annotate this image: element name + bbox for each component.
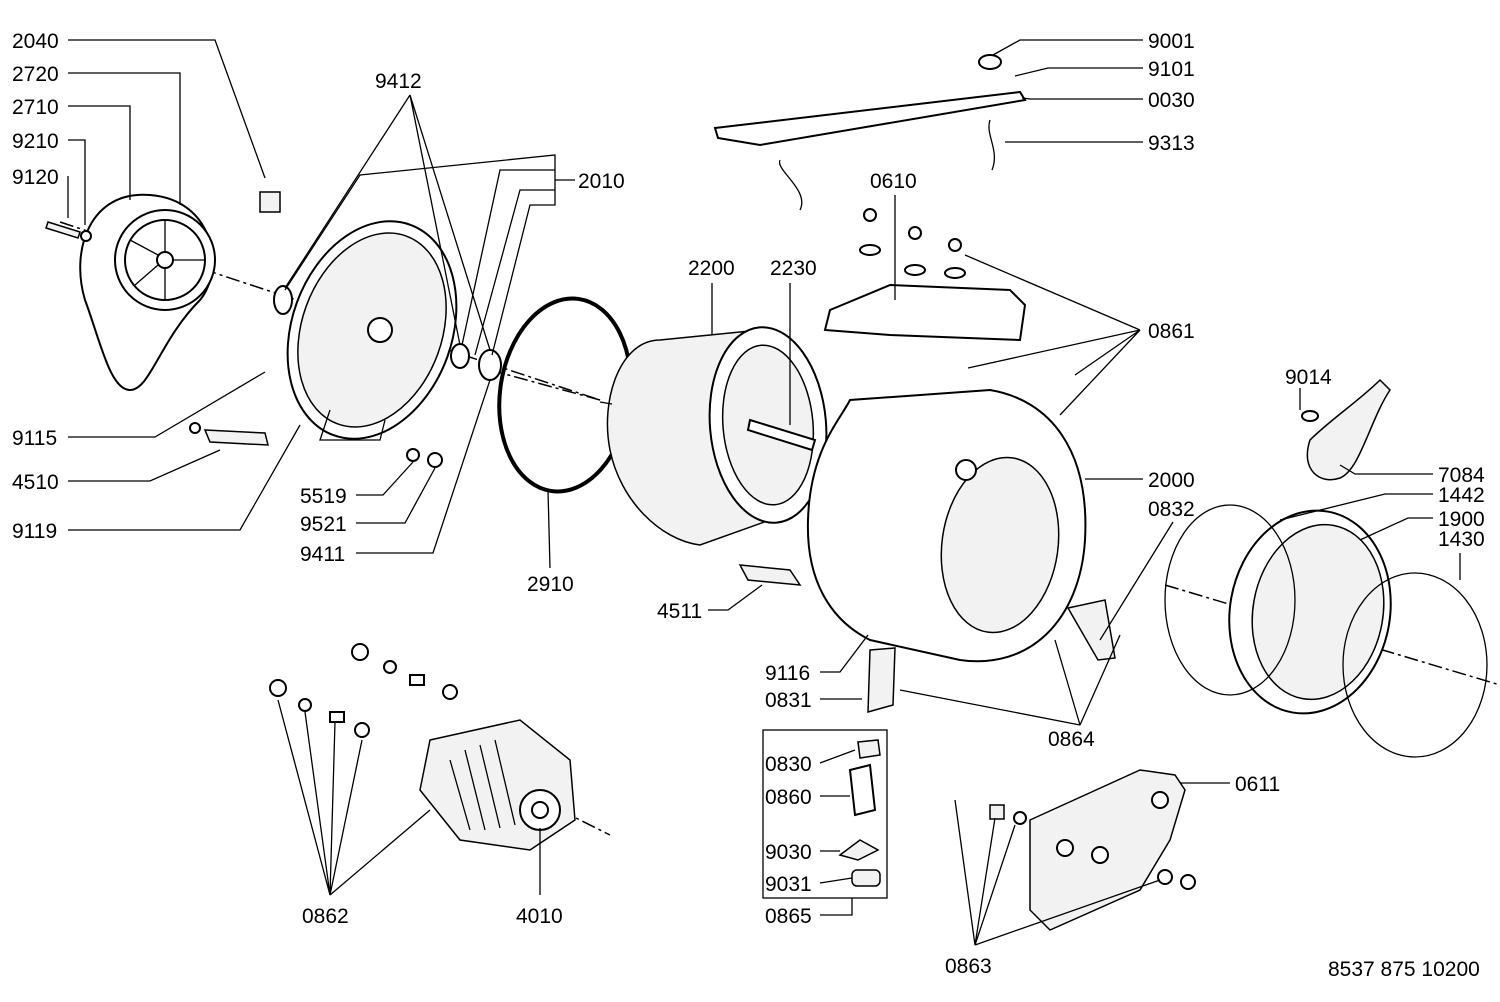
bolt-9120 <box>45 221 92 242</box>
leader-lines <box>67 39 1461 946</box>
callout-0861: 0861 <box>1148 320 1195 343</box>
callout-0030: 0030 <box>1148 89 1195 112</box>
callout-0864: 0864 <box>1048 728 1095 751</box>
callout-4510: 4510 <box>12 471 59 494</box>
callout-9014: 9014 <box>1285 366 1332 389</box>
washer-b <box>908 226 922 240</box>
part-9521 <box>427 452 443 468</box>
part-9031 <box>851 869 881 887</box>
callout-0865: 0865 <box>765 905 812 928</box>
nut-a <box>354 722 370 738</box>
callout-4511: 4511 <box>657 600 702 623</box>
counterweight-0610 <box>823 283 1027 342</box>
part-5519 <box>406 448 420 462</box>
clip-0863 <box>989 804 1005 820</box>
part-4511 <box>738 564 802 586</box>
nut-d <box>1013 811 1027 825</box>
bolt-b <box>351 643 369 661</box>
callout-0832: 0832 <box>1148 498 1195 521</box>
callout-0863: 0863 <box>945 955 992 978</box>
tub-2000 <box>806 388 1087 663</box>
clamp-1442 <box>1164 504 1296 696</box>
callout-2720: 2720 <box>12 63 59 86</box>
callout-9120: 9120 <box>12 166 59 189</box>
washer-d <box>859 244 881 256</box>
clamp-9014 <box>1301 410 1319 422</box>
callout-9412: 9412 <box>375 70 422 93</box>
callout-0831: 0831 <box>765 689 812 712</box>
pulley-2720 <box>79 193 216 392</box>
spacer-a <box>329 711 345 723</box>
callout-0830: 0830 <box>765 753 812 776</box>
spring-9313 <box>988 119 996 171</box>
door-seal-1900 <box>1228 509 1392 715</box>
drum-axis <box>489 369 601 401</box>
callout-2040: 2040 <box>12 30 59 53</box>
part-0831 <box>867 647 896 713</box>
callout-1430: 1430 <box>1438 528 1485 551</box>
callout-0860: 0860 <box>765 786 812 809</box>
bearing-left <box>273 285 293 315</box>
document-number: 8537 875 10200 <box>1328 958 1480 981</box>
callout-0611: 0611 <box>1235 773 1280 796</box>
callout-0610: 0610 <box>870 170 917 193</box>
callout-9101: 9101 <box>1148 58 1195 81</box>
callout-9210: 9210 <box>12 130 59 153</box>
callout-2010: 2010 <box>578 170 625 193</box>
callout-9030: 9030 <box>765 841 812 864</box>
seal-9411 <box>478 349 502 381</box>
clamp-1430 <box>1342 572 1488 758</box>
washer-g <box>298 698 312 712</box>
weight-0611 <box>1029 769 1186 931</box>
door-axis <box>1164 584 1500 686</box>
part-2040 <box>259 191 281 213</box>
callout-2710: 2710 <box>12 96 59 119</box>
callout-9115: 9115 <box>12 427 57 450</box>
parts-group-box <box>762 729 888 899</box>
part-0830 <box>857 739 881 759</box>
callout-5519: 5519 <box>300 485 347 508</box>
callout-1442: 1442 <box>1438 484 1485 507</box>
callout-1900: 1900 <box>1438 508 1485 531</box>
callout-9031: 9031 <box>765 873 812 896</box>
part-9030 <box>838 839 880 861</box>
callout-0862: 0862 <box>302 905 349 928</box>
callout-labels: 2040 2720 2710 9210 9120 9115 4510 9119 … <box>12 30 1485 981</box>
callout-9001: 9001 <box>1148 30 1195 53</box>
washer-h <box>383 660 397 674</box>
washer-e <box>904 264 926 276</box>
top-bar-0030 <box>713 90 1027 147</box>
washer-a <box>863 208 877 222</box>
drum-2200 <box>599 326 828 546</box>
heater-4510 <box>189 422 269 446</box>
spacer-b <box>409 674 425 686</box>
motor-4010 <box>419 719 576 851</box>
callout-2000: 2000 <box>1148 469 1195 492</box>
callout-4010: 4010 <box>516 905 563 928</box>
callout-2230: 2230 <box>770 257 817 280</box>
callout-9119: 9119 <box>12 520 57 543</box>
callout-7084: 7084 <box>1438 464 1485 487</box>
nut-c <box>1180 874 1196 890</box>
bearing-right <box>450 343 470 369</box>
rear-tub-cover <box>286 220 458 441</box>
bolt-a <box>269 679 287 697</box>
callout-9116: 9116 <box>765 662 810 685</box>
callout-2200: 2200 <box>688 257 735 280</box>
callout-2910: 2910 <box>527 573 574 596</box>
spring-left <box>779 159 803 211</box>
callout-9313: 9313 <box>1148 132 1195 155</box>
nut-b <box>442 684 458 700</box>
callout-9411: 9411 <box>300 543 345 566</box>
washer-f <box>944 267 966 279</box>
washer-c <box>948 238 962 252</box>
hose-7084 <box>1306 378 1391 481</box>
part-0832 <box>1066 599 1116 661</box>
washer-i <box>1157 869 1173 885</box>
part-9001 <box>978 54 1002 70</box>
part-0860 <box>848 763 877 817</box>
callout-9521: 9521 <box>300 513 347 536</box>
